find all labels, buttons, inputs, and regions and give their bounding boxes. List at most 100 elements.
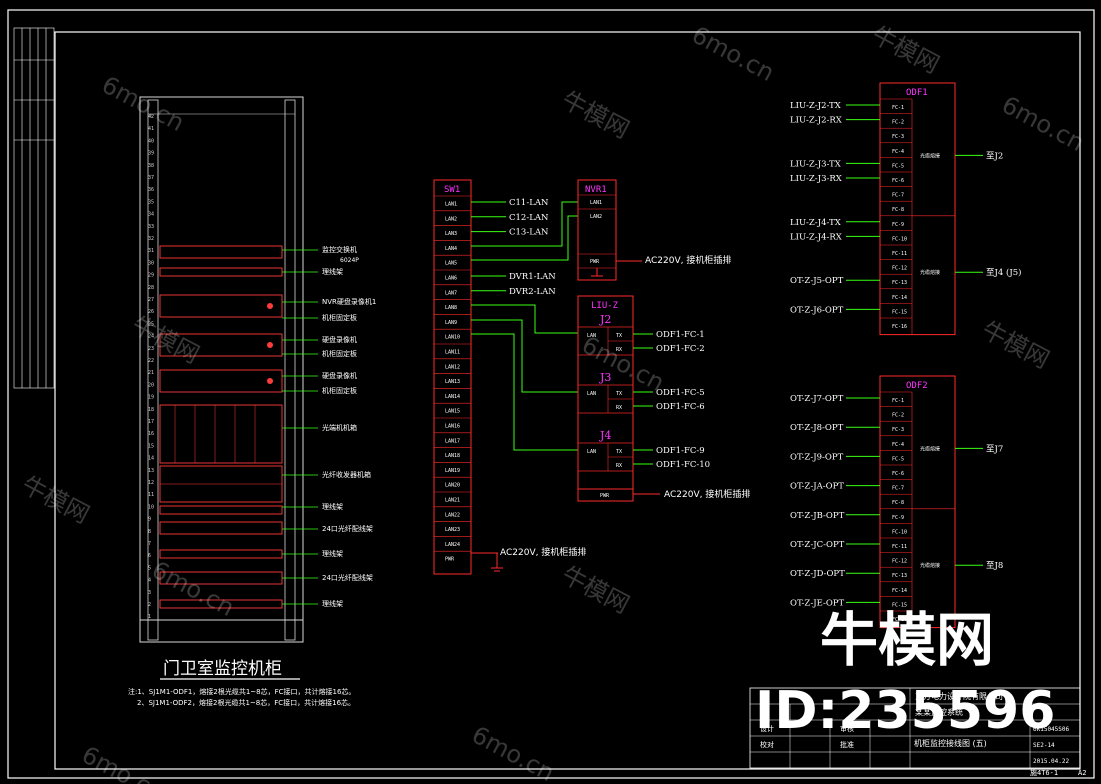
liu-lan-port: LAN	[587, 333, 596, 339]
liu-rx-destination: ODF1-FC-2	[656, 344, 705, 354]
sw1-port-label: LAN14	[445, 394, 460, 400]
rack-unit-number: 4	[148, 578, 151, 584]
liu-group-title: J4	[599, 429, 611, 442]
sw1-port-label: LAN4	[445, 246, 457, 252]
rack-unit-number: 41	[148, 126, 154, 132]
odf2-destination: 至J8	[986, 561, 1003, 571]
rack-unit-number: 14	[148, 456, 154, 462]
rack-callout-label: 24口光纤配线架	[322, 573, 373, 582]
watermark-text: 牛模网	[557, 86, 634, 145]
sw1-port-label: LAN5	[445, 261, 457, 267]
sw1-to-liu-wire	[471, 333, 578, 451]
odf1-destination: 至J4 (J5)	[986, 267, 1021, 278]
odf2-port-label: FC-13	[892, 573, 907, 579]
rack-note-2: 2、SJ1M1-ODF2，熔接2根光缆共1~8芯，FC接口，共计熔接16芯。	[137, 698, 355, 707]
sw1-port-label: LAN1	[445, 202, 457, 208]
sw1-port-label: LAN16	[445, 424, 460, 430]
odf1-port-label: FC-2	[892, 120, 904, 126]
watermark-text: 6mo.cn	[577, 331, 669, 397]
dvr-device-1	[159, 333, 283, 357]
sw1-port-label: LAN15	[445, 409, 460, 415]
rack-unit-number: 11	[148, 492, 154, 498]
rack-note-1: 注:1、SJ1M1-ODF1，熔接2根光缆共1~8芯，FC接口，共计熔接16芯。	[128, 687, 355, 696]
odf2-port-label: FC-10	[892, 529, 907, 535]
sheet-number: SE2-14	[1033, 742, 1055, 749]
odf1-input-label: LIU-Z-J4-TX	[790, 218, 842, 228]
sw1-port-label: LAN17	[445, 438, 460, 444]
sw1-port-label: LAN13	[445, 379, 460, 385]
monitor-switch-device	[159, 245, 283, 259]
liu-tx-destination: ODF1-FC-5	[656, 388, 705, 398]
odf2-splice-label: 光缆熔接	[920, 445, 940, 452]
odf1-port-label: FC-7	[892, 193, 904, 199]
odf2-port-label: FC-1	[892, 398, 904, 404]
sw1-link-label: DVR1-LAN	[509, 272, 556, 282]
liu-group-title: J2	[599, 313, 611, 326]
odf2-input-label: OT-Z-J9-OPT	[790, 452, 844, 462]
sw1-link-label: C11-LAN	[509, 198, 549, 208]
sw1-port-label: LAN3	[445, 231, 457, 237]
odf2-block: ODF2FC-1FC-2FC-3FC-4FC-5FC-6FC-7FC-8FC-9…	[790, 375, 1003, 629]
binding-strip	[13, 27, 55, 389]
rack-unit-number: 3	[148, 590, 151, 596]
odf1-title: ODF1	[906, 88, 928, 98]
cable-manager-3	[159, 549, 283, 559]
role-review: 审核	[840, 724, 854, 733]
odf1-splice-label: 光缆熔接	[920, 152, 940, 159]
odf2-input-label: OT-Z-JD-OPT	[790, 569, 845, 579]
nvr1-port-label: LAN1	[590, 200, 602, 206]
liu-tx-destination: ODF1-FC-9	[656, 446, 705, 456]
watermark-text: 牛模网	[557, 561, 634, 620]
rack-unit-number: 33	[148, 224, 154, 230]
nvr1-title: NVR1	[585, 185, 607, 195]
odf1-input-label: LIU-Z-J3-RX	[790, 174, 843, 184]
liu-group-title: J3	[599, 371, 611, 384]
odf2-port-label: FC-8	[892, 500, 904, 506]
rack-callout-label: 光纤收发器机箱	[322, 470, 371, 479]
sw1-power-label: AC220V, 接机柜插排	[500, 546, 586, 558]
dvr-device-2	[159, 369, 283, 393]
sw1-port-label: LAN20	[445, 483, 460, 489]
rack-unit-number: 20	[148, 382, 154, 388]
odf1-port-label: FC-5	[892, 163, 904, 169]
rack-unit-number: 38	[148, 163, 154, 169]
watermark-text: 6mo.cn	[467, 721, 559, 784]
liu-tx-port: TX	[616, 333, 622, 339]
odf2-title: ODF2	[906, 381, 928, 391]
sheet-size-label: A2	[1078, 769, 1086, 777]
sw1-port-label: LAN6	[445, 276, 457, 282]
odf2-input-label: OT-Z-J7-OPT	[790, 394, 844, 404]
odf2-input-label: OT-Z-JE-OPT	[790, 598, 845, 608]
odf1-port-label: FC-13	[892, 280, 907, 286]
rack-unit-number: 19	[148, 395, 154, 401]
rack-unit-number: 8	[148, 529, 151, 535]
odf1-input-label: OT-Z-J5-OPT	[790, 276, 844, 286]
sw1-to-liu-wire	[471, 319, 578, 393]
rack-unit-number: 23	[148, 346, 154, 352]
watermark-text: 6mo.cn	[147, 556, 239, 622]
odf1-port-label: FC-1	[892, 105, 904, 111]
liu-rx-destination: ODF1-FC-10	[656, 460, 710, 470]
rack-unit-number: 16	[148, 431, 154, 437]
rack-callout-label: 机柜固定板	[322, 313, 357, 322]
rack-callout-label: 监控交换机	[322, 245, 357, 254]
rack-unit-number: 2	[148, 602, 151, 608]
rack-unit-number: 28	[148, 285, 154, 291]
rack-unit-number: 22	[148, 358, 154, 364]
drawing-name: 机柜监控接线图 (五)	[914, 738, 987, 748]
rack-unit-number: 15	[148, 443, 154, 449]
rack-unit-number: 7	[148, 541, 151, 547]
odf2-port-label: FC-7	[892, 486, 904, 492]
sw1-port-label: LAN18	[445, 453, 460, 459]
sw1-port-label: LAN23	[445, 527, 460, 533]
odf2-port-label: FC-6	[892, 471, 904, 477]
rack-unit-number: 25	[148, 321, 154, 327]
sw1-title: SW1	[444, 185, 460, 195]
rack-unit-number: 30	[148, 260, 154, 266]
rack-callout-label: 理线架	[322, 549, 343, 558]
sw1-switch-block: SW1 LAN1LAN2LAN3LAN4LAN5LAN6LAN7LAN8LAN9…	[433, 179, 586, 575]
odf1-port-label: FC-12	[892, 266, 907, 272]
odf2-frame	[879, 375, 956, 629]
rack-unit-number: 35	[148, 199, 154, 205]
